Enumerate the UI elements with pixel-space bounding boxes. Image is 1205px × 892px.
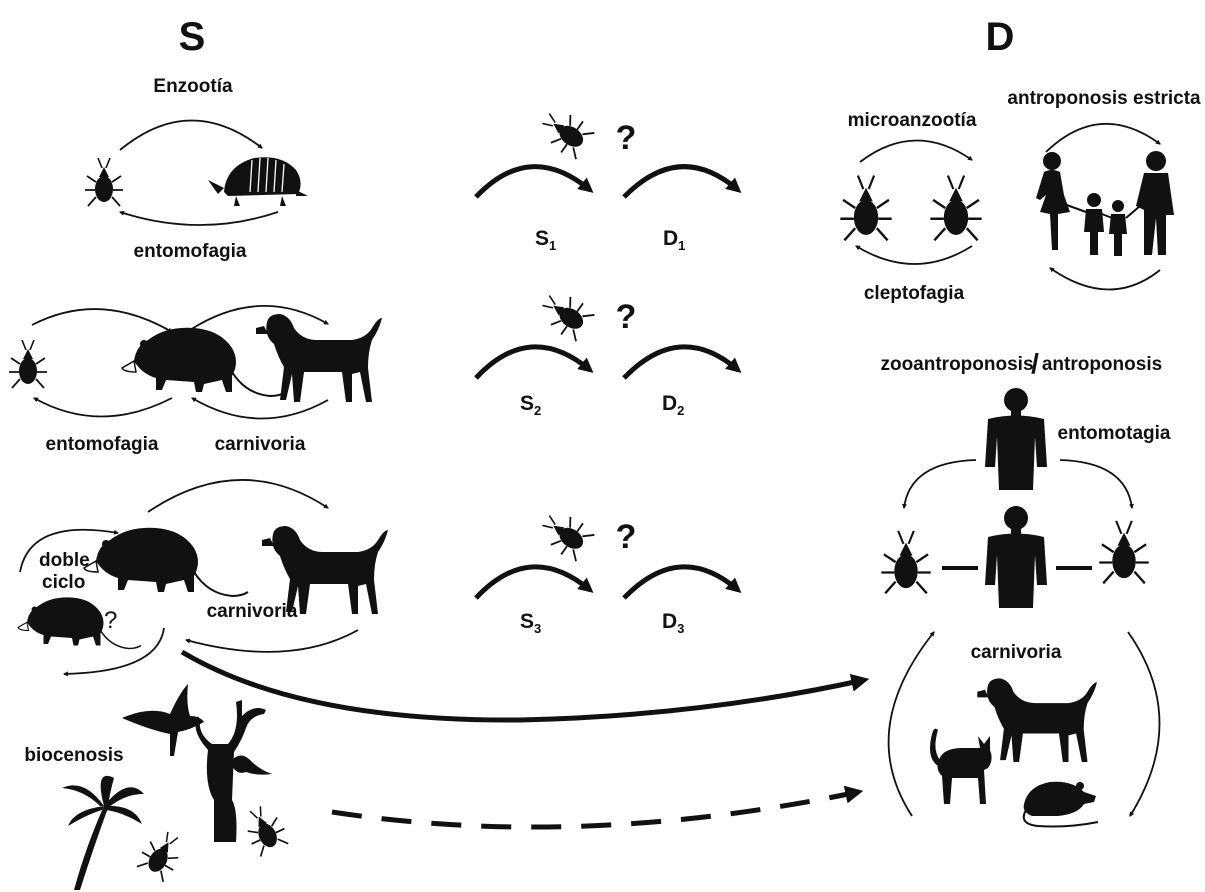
dog-icon bbox=[256, 314, 382, 402]
arrow-carnivoria-left bbox=[889, 632, 934, 816]
label-question-2: ? bbox=[616, 298, 637, 336]
label-entomotagia: entomotagia bbox=[1058, 423, 1171, 444]
arrow-bug-to-armadillo bbox=[120, 120, 262, 150]
label-separator: / bbox=[1031, 348, 1039, 379]
triatomine-bug-icon bbox=[239, 801, 291, 858]
opossum-icon bbox=[84, 528, 248, 596]
triatomine-bug-icon bbox=[535, 285, 596, 344]
label-biocenosis: biocenosis bbox=[24, 745, 123, 766]
label-s1: S1 bbox=[535, 227, 556, 253]
human-icon bbox=[985, 506, 1047, 608]
armadillo-icon bbox=[208, 157, 308, 206]
label-s3: S3 bbox=[520, 610, 541, 636]
label-question-1: ? bbox=[616, 119, 637, 157]
triatomine-bug-icon bbox=[85, 158, 123, 206]
label-ciclo: ciclo bbox=[42, 572, 85, 593]
arrow-s2 bbox=[476, 347, 590, 378]
arrow-carnivoria-right bbox=[1128, 632, 1160, 816]
triatomine-bug-icon bbox=[930, 176, 981, 241]
label-entomofagia-1: entomofagia bbox=[134, 241, 247, 262]
triatomine-bug-icon bbox=[881, 531, 930, 593]
label-antroponosis-estricta: antroponosis estricta bbox=[1007, 88, 1201, 109]
palm-tree-icon bbox=[62, 776, 144, 890]
arrow-cleptofagia bbox=[856, 246, 972, 264]
triatomine-bug-icon bbox=[535, 103, 596, 162]
label-d1: D1 bbox=[663, 227, 685, 253]
arrow-d3 bbox=[624, 567, 738, 598]
arrow-antroponosis-top bbox=[1046, 124, 1160, 152]
arrow-antroponosis-bottom bbox=[1050, 268, 1160, 290]
arrow-opossum-to-bug bbox=[34, 398, 172, 417]
label-enzootia: Enzootía bbox=[153, 76, 233, 97]
human-icon bbox=[985, 388, 1047, 490]
arrow-s3 bbox=[476, 567, 590, 598]
triatomine-bug-icon bbox=[1099, 521, 1148, 583]
arrow-dog-to-opossum-bottom bbox=[186, 630, 358, 652]
dog-icon bbox=[977, 678, 1097, 762]
family-icon bbox=[1036, 151, 1174, 256]
arrow-s1 bbox=[476, 167, 590, 197]
arrow-biocenosis-dashed bbox=[332, 792, 858, 827]
triatomine-bug-icon bbox=[9, 340, 47, 388]
label-d2: D2 bbox=[662, 392, 684, 418]
cat-icon bbox=[930, 729, 992, 804]
label-s2: S2 bbox=[520, 392, 541, 418]
arrow-sylvatic-to-domestic bbox=[182, 652, 864, 720]
label-carnivoria-2: carnivoria bbox=[207, 601, 298, 622]
opossum-icon-small bbox=[18, 597, 141, 648]
arrow-opossum-to-dog-top bbox=[148, 480, 328, 512]
triatomine-bug-icon bbox=[134, 826, 188, 884]
heading-d: D bbox=[986, 15, 1015, 59]
triatomine-bug-icon bbox=[840, 176, 891, 241]
bird-icon bbox=[122, 684, 204, 756]
label-zooantroponosis: zooantroponosis bbox=[880, 354, 1033, 375]
arrow-d2 bbox=[624, 347, 738, 378]
label-carnivoria-1: carnivoria bbox=[215, 434, 306, 455]
opossum-icon bbox=[122, 328, 286, 396]
label-carnivoria-right: carnivoria bbox=[971, 642, 1062, 663]
arrow-bug-to-opossum bbox=[32, 309, 172, 332]
heading-s: S bbox=[179, 15, 206, 59]
arrow-armadillo-to-bug bbox=[120, 212, 278, 225]
label-doble: doble bbox=[39, 550, 90, 571]
arrow-human-to-bug-left bbox=[904, 460, 976, 508]
label-entomofagia-2: entomofagia bbox=[46, 434, 159, 455]
arrow-d1 bbox=[624, 167, 738, 197]
arrow-dog-to-opossum bbox=[192, 398, 328, 419]
label-microanzootia: microanzootía bbox=[848, 110, 977, 131]
label-antroponosis: antroponosis bbox=[1042, 354, 1162, 375]
arrow-microanzootia bbox=[860, 140, 972, 162]
arrow-human-to-bug-right bbox=[1060, 460, 1132, 508]
label-d3: D3 bbox=[662, 610, 684, 636]
label-question-left: ? bbox=[104, 607, 117, 634]
label-cleptofagia: cleptofagia bbox=[864, 283, 965, 304]
triatomine-bug-icon bbox=[535, 505, 596, 564]
arrow-opossum-to-dog bbox=[190, 306, 328, 330]
rat-icon bbox=[1024, 782, 1098, 827]
label-question-3: ? bbox=[616, 518, 637, 556]
